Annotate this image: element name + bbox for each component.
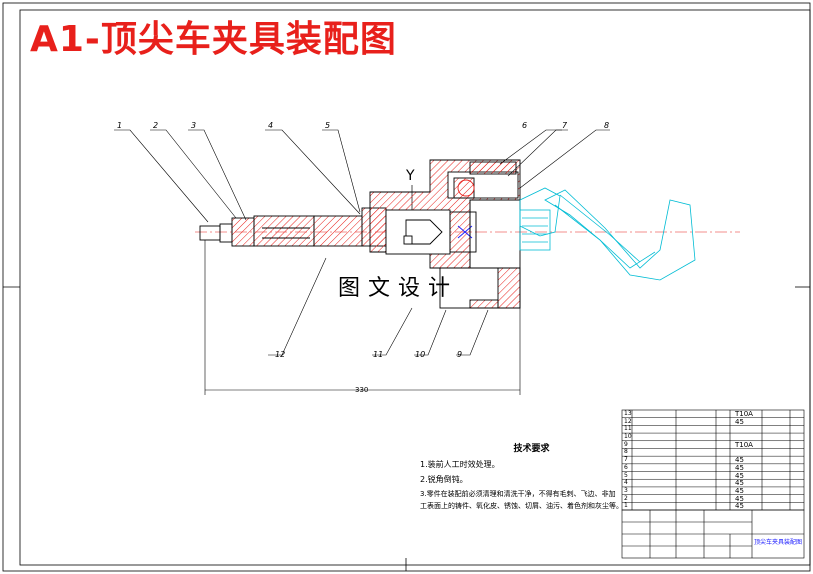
- bom-part-no: 12: [624, 417, 632, 425]
- watermark-text: 图文设计: [338, 276, 459, 301]
- alternate-position-outline: [519, 187, 696, 281]
- fixture-body: [369, 159, 521, 309]
- callout-4: 4: [268, 121, 274, 130]
- bom-material: 45: [735, 463, 744, 472]
- bom-material: 45: [735, 456, 744, 465]
- callout-10: 10: [415, 350, 426, 359]
- bom-table: [621, 409, 805, 511]
- bom-part-no: 2: [624, 494, 628, 502]
- tech-item: 工表面上的铸件、氧化皮、锈蚀、切屑、油污、着色剂和灰尘等。: [420, 502, 623, 510]
- bom-part-no: 11: [624, 425, 632, 433]
- bom-material: 45: [735, 486, 744, 495]
- tech-item: 2.锐角倒钝。: [420, 475, 468, 484]
- bom-part-no: 4: [624, 479, 628, 487]
- callout-11: 11: [373, 350, 384, 359]
- bom-rows: [622, 417, 804, 503]
- title-block: [621, 509, 805, 559]
- callout-7: 7: [562, 121, 568, 130]
- bom-part-no: 7: [624, 456, 628, 464]
- tech-item: 3.零件在装配前必须清理和清洗干净，不得有毛刺、飞边、非加: [420, 490, 616, 498]
- drawing-title: A1-顶尖车夹具装配图: [30, 19, 397, 60]
- callout-9: 9: [457, 350, 463, 359]
- title-block-drawing-name: 顶尖车夹具装配图: [754, 539, 803, 546]
- bom-material: 45: [735, 479, 744, 488]
- bom-part-no: 6: [624, 463, 628, 471]
- y-axis-label: Y: [406, 168, 415, 184]
- bom-part-no: 13: [624, 410, 632, 417]
- bom-material: 45: [735, 417, 744, 426]
- callout-12: 12: [275, 350, 286, 359]
- callout-1: 1: [117, 121, 123, 130]
- drawing-frame: [19, 9, 811, 566]
- callout-3: 3: [191, 121, 197, 130]
- bom-material: 45: [735, 471, 744, 480]
- part-leaders: [114, 129, 610, 356]
- bom-material: 45: [735, 502, 744, 511]
- callout-8: 8: [604, 121, 610, 130]
- bom-part-no: 5: [624, 471, 628, 479]
- bom-material: T10A: [735, 440, 753, 449]
- technical-requirements: 技术要求 1.装前人工时效处理。 2.锐角倒钝。 3.零件在装配前必须清理和清洗…: [420, 442, 623, 511]
- bom-part-no: 9: [624, 440, 628, 448]
- dimension-label: 330: [355, 386, 369, 394]
- callout-2: 2: [153, 121, 159, 130]
- tech-item: 1.装前人工时效处理。: [420, 460, 500, 469]
- ejector-rod: [199, 207, 387, 247]
- bom-material: 45: [735, 494, 744, 503]
- bom-material: T10A: [735, 410, 753, 418]
- bom-part-no: 1: [624, 502, 628, 510]
- bom-part-no: 10: [624, 433, 632, 441]
- callout-6: 6: [522, 121, 528, 130]
- dimension-330: [204, 240, 521, 395]
- bom-part-no: 3: [624, 486, 628, 494]
- tech-heading: 技术要求: [513, 444, 550, 454]
- bom-part-no: 8: [624, 448, 628, 456]
- callout-5: 5: [325, 121, 331, 130]
